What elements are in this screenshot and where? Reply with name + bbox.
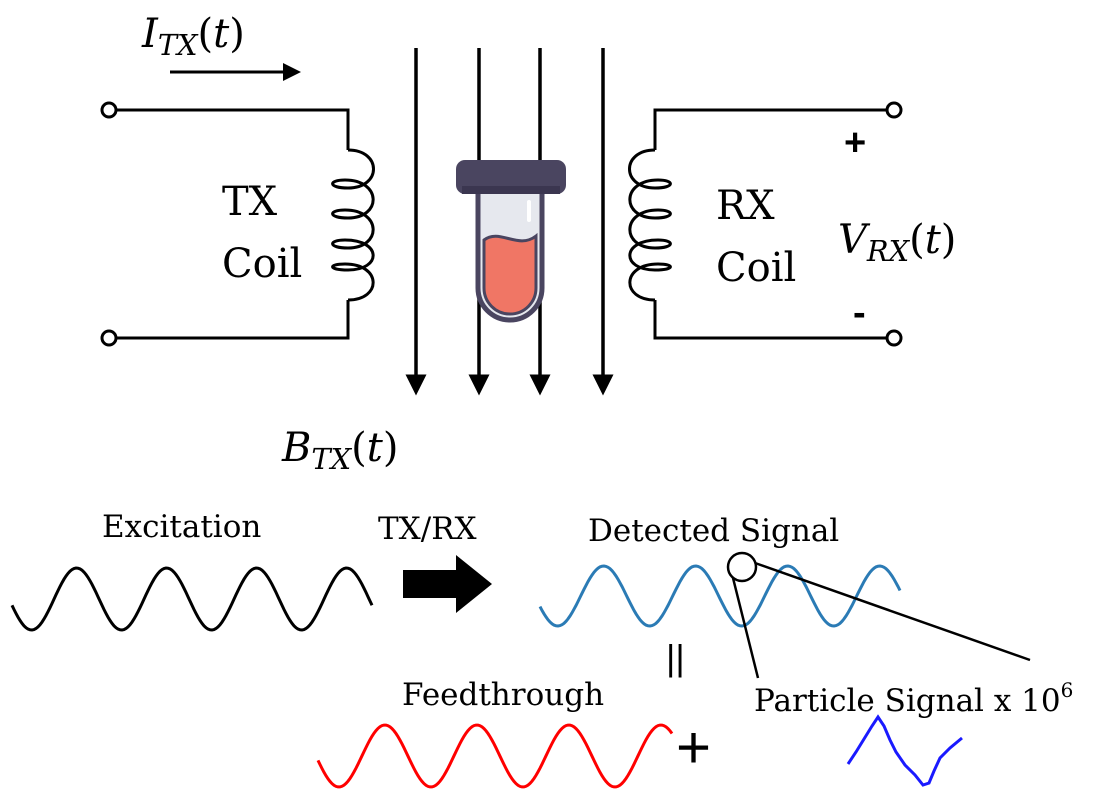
- tx-terminal-top: [100, 101, 118, 119]
- tx-coil-label: TX: [222, 182, 277, 222]
- tx-terminal-bottom: [100, 329, 118, 347]
- zoom-circle: [726, 551, 758, 583]
- tx-bottom-wire: [115, 300, 350, 340]
- equals-sign: ||: [666, 637, 685, 678]
- rx-top-wire: [653, 108, 888, 150]
- rx-coil-line1: RX: [716, 183, 775, 229]
- detected-signal-label: Detected Signal: [588, 513, 840, 549]
- current-label: ITX(t): [142, 11, 245, 63]
- test-tube-icon: [456, 160, 566, 323]
- minus-sign: -: [853, 292, 866, 334]
- rx-coil-label-2: Coil: [716, 248, 796, 288]
- detected-signal-wave: [538, 564, 902, 628]
- zoom-pointer-2: [754, 561, 1031, 662]
- plus-sign: +: [844, 122, 867, 164]
- tx-coil: [331, 148, 375, 302]
- tx-coil-line1: TX: [222, 179, 278, 225]
- rx-coil-line2: Coil: [716, 245, 797, 291]
- tube-liquid: [482, 232, 538, 316]
- feedthrough-wave: [316, 723, 674, 789]
- rx-terminal-bottom: [885, 329, 903, 347]
- feedthrough-label: Feedthrough: [402, 677, 605, 713]
- rx-bottom-wire: [653, 300, 888, 340]
- tx-coil-line2: Coil: [222, 241, 303, 287]
- field-label: BTX(t): [282, 425, 399, 477]
- particle-exponent: 6: [1060, 678, 1074, 702]
- particle-signal-wave: [846, 714, 963, 787]
- zoom-pointer-1: [731, 577, 760, 679]
- rx-circuit: [628, 108, 888, 340]
- right-arrow-icon: [403, 555, 492, 613]
- tx-rx-label: TX/RX: [378, 511, 477, 547]
- tube-cap: [456, 160, 566, 194]
- particle-signal-label: Particle Signal x 106: [754, 678, 1074, 719]
- voltage-label: VRX(t): [838, 217, 957, 269]
- excitation-wave: [10, 566, 374, 632]
- rx-coil: [628, 148, 672, 302]
- tx-coil-label-2: Coil: [222, 244, 302, 284]
- rx-coil-label: RX: [716, 186, 775, 226]
- tube-cap-rim: [462, 186, 560, 194]
- sum-plus-sign: +: [676, 714, 712, 781]
- rx-terminal-top: [885, 101, 903, 119]
- tx-circuit: [115, 108, 375, 340]
- tx-top-wire: [115, 108, 350, 150]
- excitation-label: Excitation: [102, 509, 262, 545]
